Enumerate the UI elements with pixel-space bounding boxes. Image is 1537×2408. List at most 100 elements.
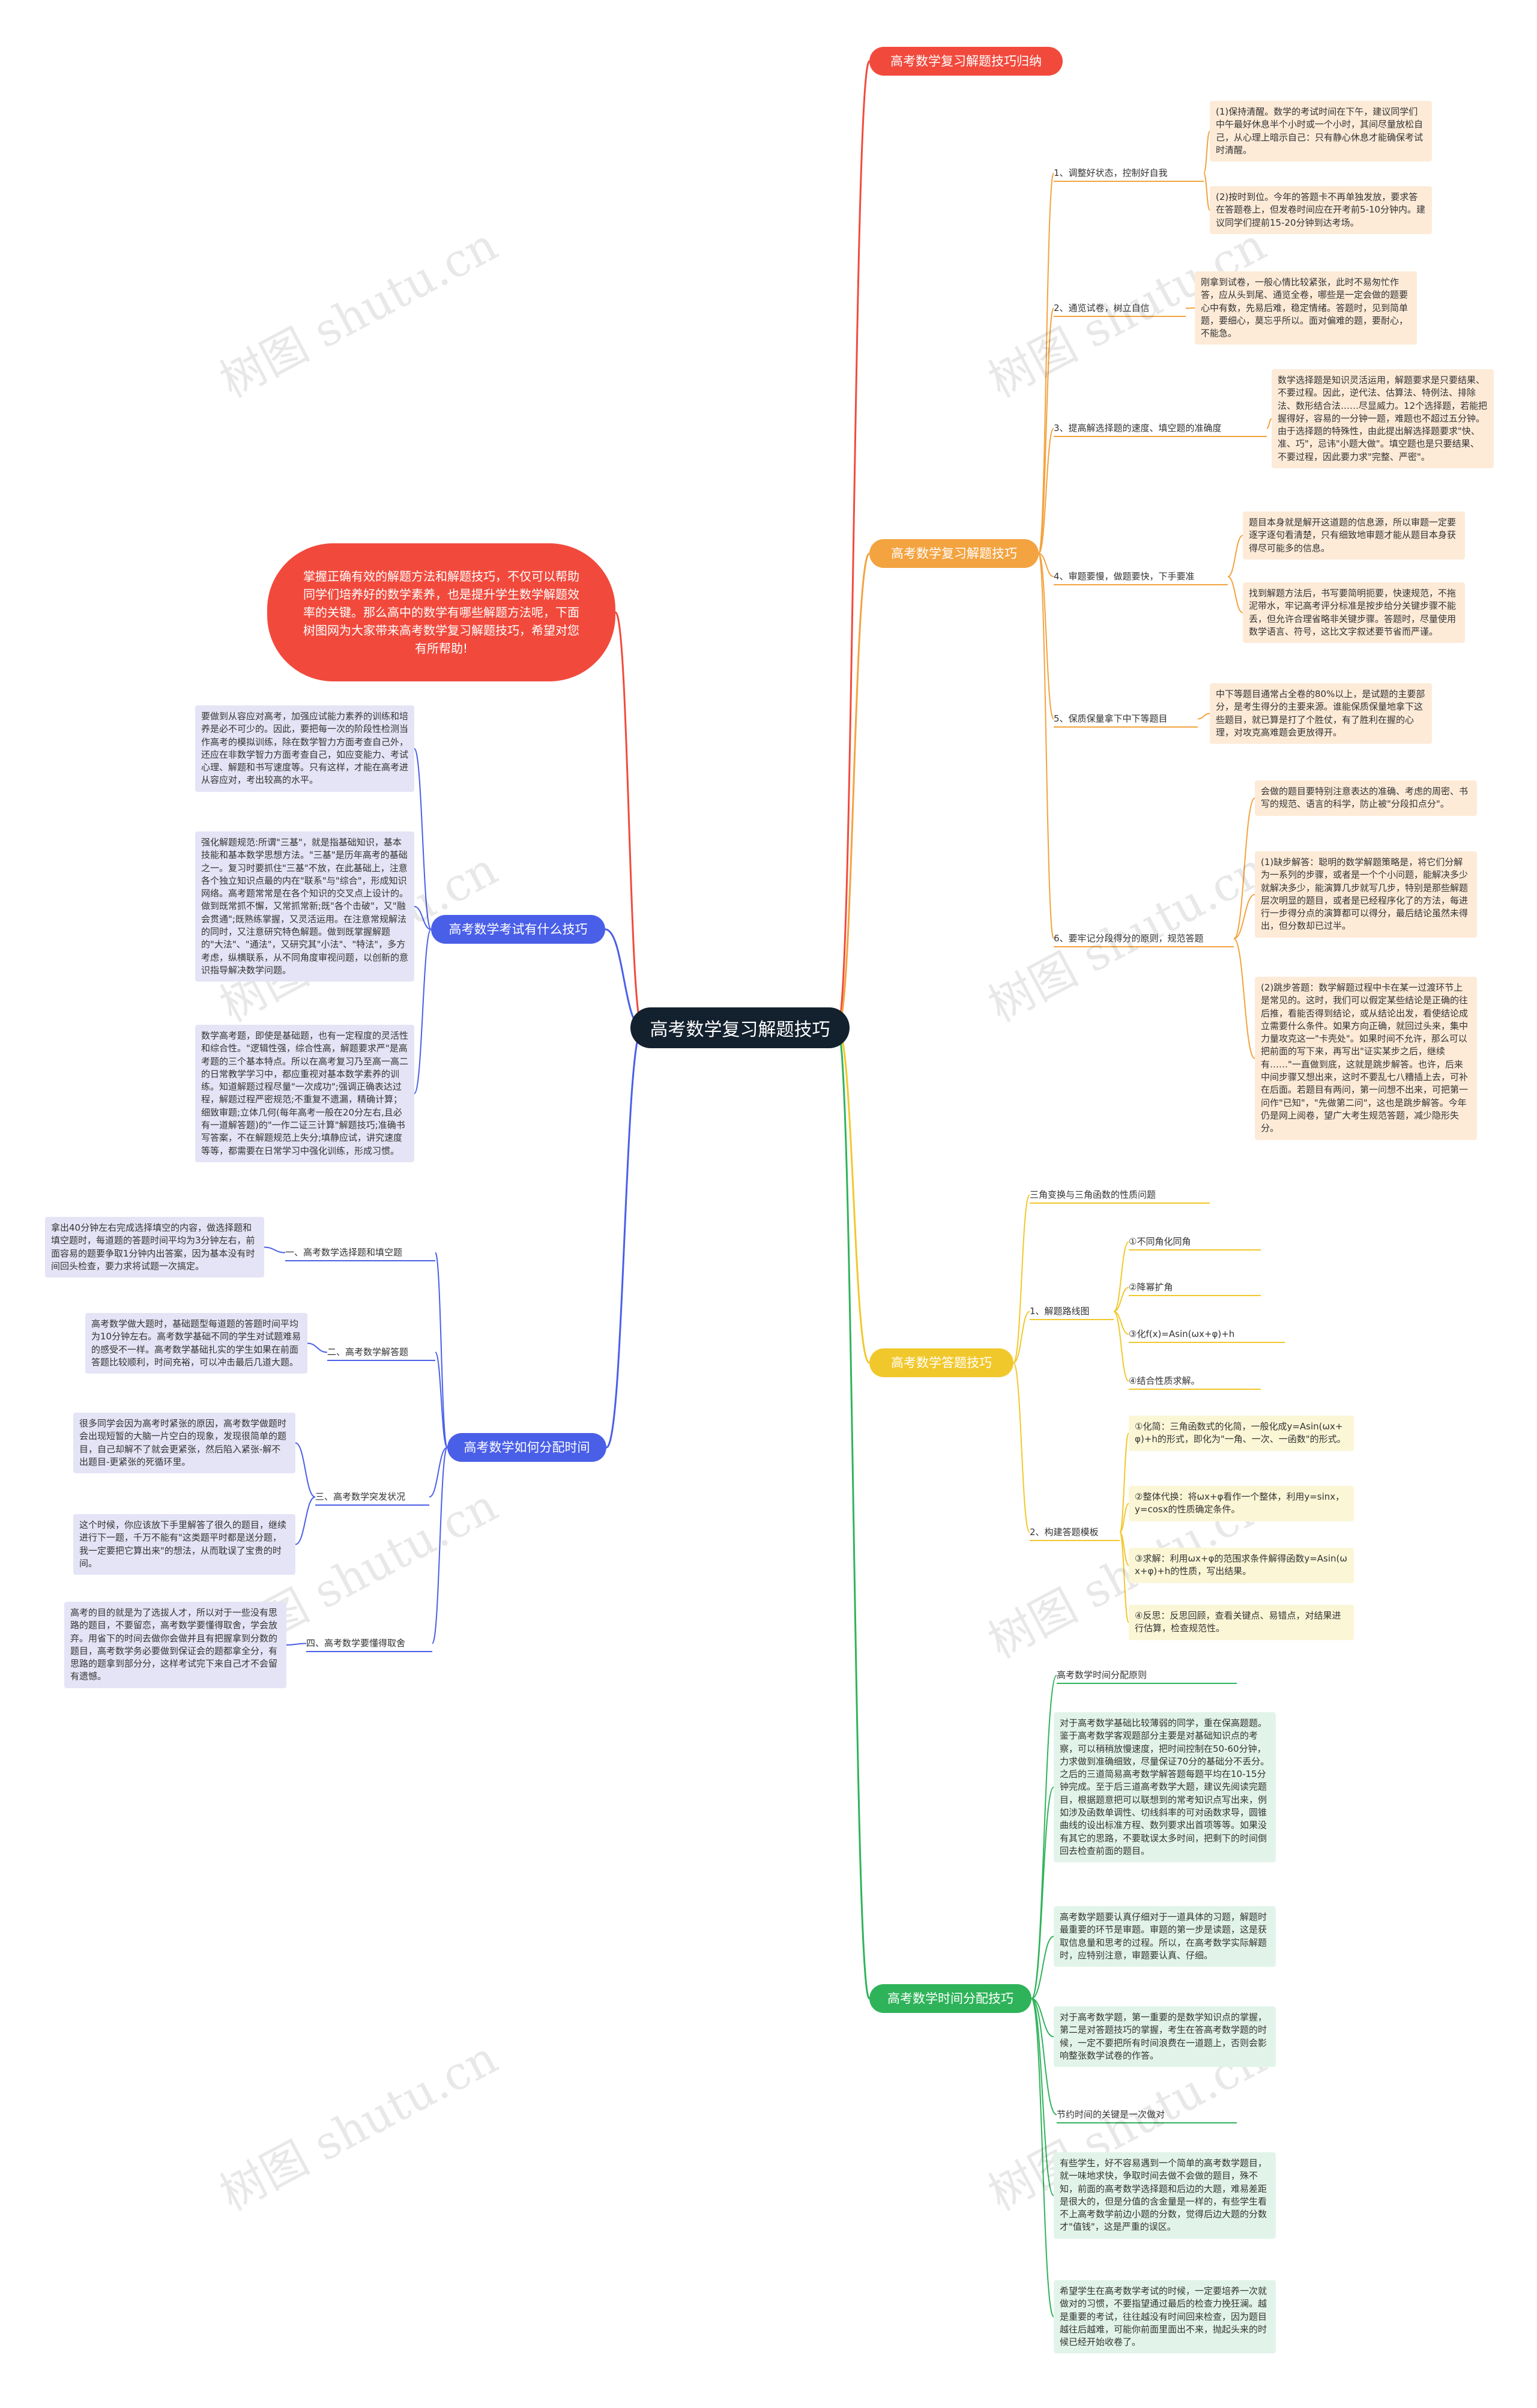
child-connector [1031,1787,1054,1999]
child-connector [414,929,432,1094]
route-item-2[interactable]: ②降幂扩角 [1129,1282,1173,1293]
child-connector [1031,1998,1054,2038]
child-connector [1038,553,1054,720]
topic-state-control[interactable]: 1、调整好状态，控制好自我 [1054,167,1168,178]
branch-connector [836,1027,871,1364]
leaf-not-too-fast[interactable]: 有些学生，好不容易遇到一个简单的高考数学题目，就一味地求快，争取时间去做不会做的… [1054,2152,1276,2239]
topic-choice-fill[interactable]: 一、高考数学选择题和填空题 [285,1247,403,1258]
branch-connector [836,1027,871,2000]
leaf-exam-training[interactable]: 要做到从容应对高考，加强应试能力素养的训练和培养是必不可少的。因此，要把每一次的… [195,705,414,792]
branch-connector [605,1027,644,1449]
leaf-mind-blank[interactable]: 很多同学会因为高考时紧张的原因，高考数学做题时会出现短暂的大脑一片空白的现象，发… [73,1413,295,1474]
child-connector [1227,535,1243,578]
topic-time-principle[interactable]: 高考数学时间分配原则 [1057,1670,1147,1680]
child-connector [1227,576,1243,614]
leaf-arrive-on-time[interactable]: (2)按时到位。今年的答题卡不再单独发放，要求答在答题卷上，但发卷时间应在开考前… [1210,186,1432,234]
topic-choice-speed[interactable]: 3、提高解选择题的速度、填空题的准确度 [1054,423,1222,433]
child-connector [1203,172,1210,211]
child-connector [414,906,432,930]
branch-connector [836,60,871,1029]
leaf-read-question[interactable]: 题目本身就是解开这道题的信息源，所以审题一定要逐字逐句看清楚，只有细致地审题才能… [1243,511,1465,560]
root-topic[interactable]: 高考数学复习解题技巧 [630,1007,850,1048]
child-connector [1113,1287,1129,1312]
child-connector [432,1447,448,1644]
child-connector [1113,1241,1129,1312]
leaf-trade-off[interactable]: 高考的目的就是为了选拔人才，所以对于一些没有思路的题目，不要留恋，高考数学要懂得… [64,1602,286,1688]
topic-emergency[interactable]: 三、高考数学突发状况 [315,1491,406,1502]
template-simplify[interactable]: ①化简：三角函数式的化简，一般化成y=Asin(ωx+φ)+h的形式，即化为"一… [1129,1416,1354,1451]
child-connector [414,748,432,930]
leaf-weak-students[interactable]: 对于高考数学基础比较薄弱的同学，重在保高题题。鉴于高考数学客观题部分主要是对基础… [1054,1712,1276,1863]
template-reflect[interactable]: ④反思：反思回顾，查看关键点、易错点，对结果进行估算，检查规范性。 [1129,1605,1354,1640]
child-connector [1185,307,1195,309]
leaf-standard-habits[interactable]: 数学高考题，即使是基础题，也有一定程度的灵活性和综合性。"逻辑性强，综合性高，解… [195,1025,414,1162]
child-connector [1013,1311,1030,1363]
leaf-move-on[interactable]: 这个时候，你应该放下手里解答了很久的题目，继续进行下一题，千万不能有"这类题平时… [73,1514,295,1575]
child-connector [1038,553,1054,940]
branch-time-allocation[interactable]: 高考数学时间分配技巧 [869,1984,1031,2013]
leaf-overview[interactable]: 刚拿到试卷，一般心情比较紧张，此时不易匆忙作答，应从头到尾、通览全卷，哪些是一定… [1195,271,1417,345]
leaf-standard-writing[interactable]: 会做的题目要特别注意表达的准确、考虑的周密、书写的规范、语言的科学，防止被"分段… [1255,780,1477,816]
topic-route-map[interactable]: 1、解题路线图 [1030,1306,1090,1317]
leaf-answer-questions[interactable]: 高考数学做大题时，基础题型每道题的答题时间平均为10分钟左右。高考数学基础不同的… [85,1313,307,1374]
child-connector [286,1643,307,1646]
topic-overview-paper[interactable]: 2、通览试卷，树立自信 [1054,303,1150,313]
topic-basic-questions[interactable]: 5、保质保量拿下中下等题目 [1054,713,1168,724]
child-connector [1119,1432,1129,1533]
child-connector [1119,1503,1129,1533]
child-connector [1031,1998,1054,2196]
child-connector [435,1252,448,1448]
leaf-three-basics[interactable]: 强化解题规范:所谓"三基"，就是指基础知识，基本技能和基本数学思想方法。"三基"… [195,831,414,982]
topic-step-scoring[interactable]: 6、要牢记分段得分的原则，规范答题 [1054,933,1204,944]
leaf-choice-speed[interactable]: 数学选择题是知识灵活运用，解题要求是只要结果、不要过程。因此，逆代法、估算法、特… [1272,369,1494,469]
topic-trig[interactable]: 三角变换与三角函数的性质问题 [1030,1189,1156,1200]
leaf-choice-fill[interactable]: 拿出40分钟左右完成选择填空的内容，做选择题和填空题时，每道题的答题时间平均为3… [45,1217,264,1278]
child-connector [307,1342,328,1353]
topic-answer-questions[interactable]: 二、高考数学解答题 [327,1347,409,1357]
child-connector [295,1442,316,1498]
branch-skills[interactable]: 高考数学复习解题技巧 [869,539,1039,568]
child-connector [1038,172,1054,554]
child-connector [264,1246,286,1254]
leaf-write-answer[interactable]: 找到解题方法后，书写要简明扼要，快速规范，不拖泥带水，牢记高考评分标准是按步给分… [1243,582,1465,644]
branch-summary[interactable]: 高考数学复习解题技巧归纳 [869,47,1063,76]
intro-node[interactable]: 掌握正确有效的解题方法和解题技巧，不仅可以帮助同学们培养好的数学素养，也是提升学… [267,543,615,681]
child-connector [1233,894,1255,940]
route-item-4[interactable]: ④结合性质求解。 [1129,1375,1200,1386]
child-connector [1119,1531,1129,1623]
leaf-once-right[interactable]: 希望学生在高考数学考试的时候，一定要培养一次就做对的习惯，不要指望通过最后的检查… [1054,2280,1276,2354]
topic-trade-off[interactable]: 四、高考数学要懂得取舍 [306,1638,406,1649]
branch-answer-skills[interactable]: 高考数学答题技巧 [869,1348,1013,1377]
branch-exam-skills[interactable]: 高考数学考试有什么技巧 [431,915,605,944]
child-connector [1038,307,1054,554]
template-substitute[interactable]: ②整体代换：将ωx+φ看作一个整体，利用y=sinx，y=cosx的性质确定条件… [1129,1486,1354,1521]
child-connector [1031,1998,1057,2116]
child-connector [1013,1362,1030,1533]
leaf-partial-answer[interactable]: (1)缺步解答：聪明的数学解题策略是，将它们分解为一系列的步骤，或者是一个个小问… [1255,851,1477,938]
child-connector [1031,1674,1057,1999]
child-connector [1031,1998,1054,2317]
child-connector [429,1447,448,1498]
child-connector [1113,1311,1129,1382]
child-connector [1197,713,1210,720]
child-connector [1266,418,1272,429]
route-item-3[interactable]: ③化f(x)=Asin(ωx+φ)+h [1129,1329,1235,1339]
child-connector [1233,938,1255,1059]
topic-read-carefully[interactable]: 4、审题要慢，做题要快，下手要准 [1054,571,1195,582]
child-connector [435,1351,448,1448]
leaf-stay-awake[interactable]: (1)保持清醒。数学的考试时间在下午，建议同学们中午最好休息半个小时或一个小时，… [1210,101,1432,162]
template-solve[interactable]: ③求解：利用ωx+φ的范围求条件解得函数y=Asin(ωx+φ)+h的性质，写出… [1129,1548,1354,1583]
leaf-knowledge-first[interactable]: 对于高考数学题，第一重要的是数学知识点的掌握，第二是对答题技巧的掌握，考生在答高… [1054,2006,1276,2068]
route-item-1[interactable]: ①不同角化同角 [1129,1236,1191,1247]
topic-answer-template[interactable]: 2、构建答题模板 [1030,1527,1099,1537]
child-connector [1203,130,1210,174]
leaf-careful-reading[interactable]: 高考数学题要认真仔细对于一道具体的习题，解题时最重要的环节是审题。审题的第一步是… [1054,1906,1276,1967]
branch-connector [614,611,644,1029]
child-connector [1233,797,1255,940]
leaf-skip-step[interactable]: (2)跳步答题：数学解题过程中卡在某一过渡环节上是常见的。这时，我们可以假定某些… [1255,977,1477,1140]
branch-time-plan[interactable]: 高考数学如何分配时间 [447,1433,606,1462]
leaf-basic-questions[interactable]: 中下等题目通常占全卷的80%以上，是试题的主要部分，是考生得分的主要来源。谁能保… [1210,683,1432,744]
topic-do-it-right[interactable]: 节约时间的关键是一次做对 [1057,2109,1165,2120]
child-connector [1031,1936,1054,1999]
